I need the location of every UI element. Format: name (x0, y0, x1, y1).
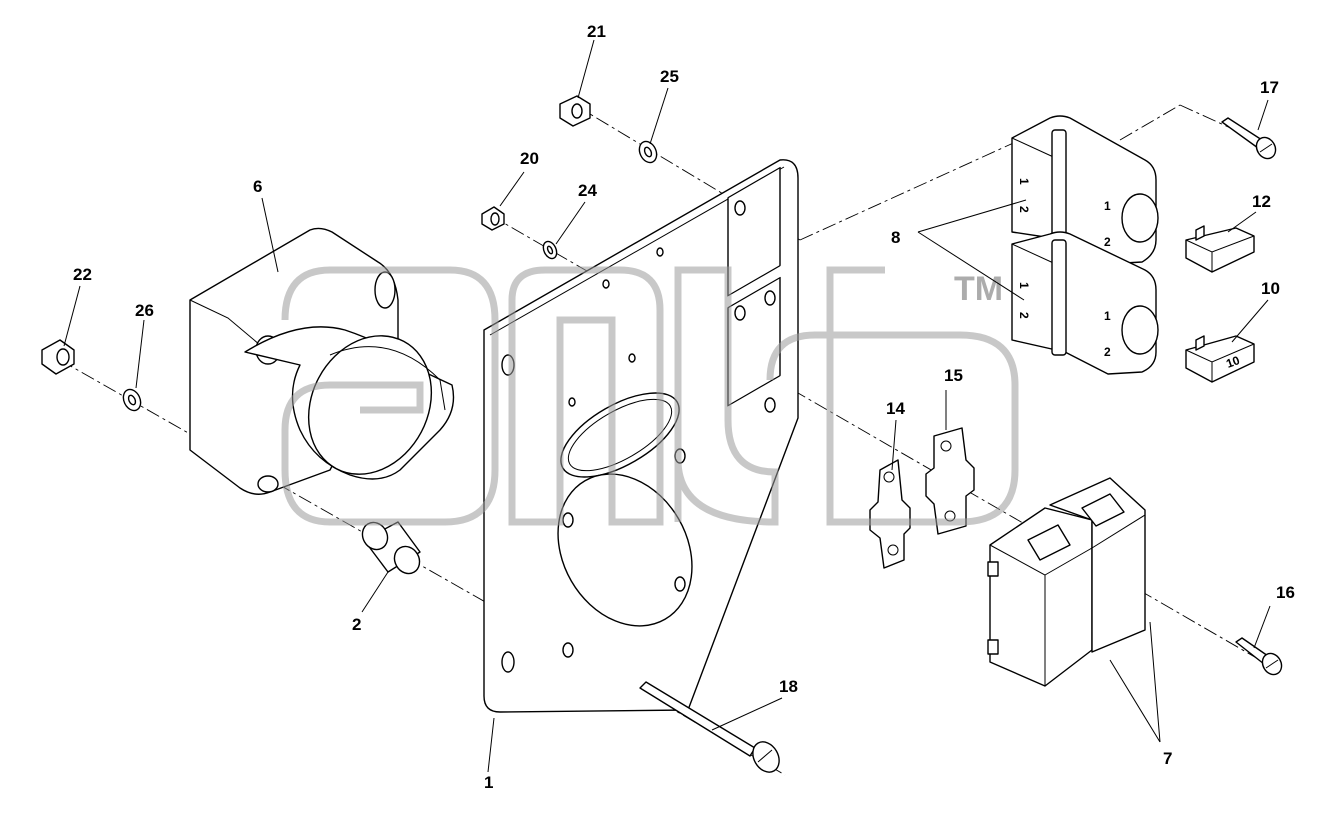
callout-labels: 1 2 6 7 8 10 12 14 15 16 17 18 20 21 22 … (73, 22, 1295, 792)
screw-part-17 (1221, 117, 1277, 160)
callout-25: 25 (660, 67, 679, 86)
fuse-link-part-15 (925, 427, 975, 535)
callout-18: 18 (779, 677, 798, 696)
callout-16: 16 (1276, 583, 1295, 602)
washer-part-25 (638, 140, 658, 164)
watermark-trademark: TM (954, 270, 1003, 308)
relay-terminal-label: 1 (1017, 282, 1031, 289)
relay-terminal-label: 1 (1104, 309, 1111, 323)
callout-6: 6 (253, 177, 262, 196)
nut-part-22 (41, 339, 75, 375)
callout-12: 12 (1252, 192, 1271, 211)
relay-terminal-label: 1 (1017, 178, 1031, 185)
spacer-part-2 (361, 521, 421, 575)
blade-fuse-part-10: 10 (1185, 335, 1255, 383)
callout-15: 15 (944, 366, 963, 385)
relay-terminal-label: 2 (1017, 206, 1031, 213)
callout-21: 21 (587, 22, 606, 41)
callout-7: 7 (1163, 749, 1172, 768)
bolt-part-18 (639, 681, 780, 773)
fuse-holder-part-7 (987, 477, 1146, 687)
washer-part-26 (122, 388, 142, 412)
nut-part-20 (481, 206, 505, 231)
callout-8: 8 (891, 228, 900, 247)
relay-lower-part-8: 1 2 1 2 (1011, 231, 1159, 375)
callout-10: 10 (1261, 279, 1280, 298)
callout-22: 22 (73, 265, 92, 284)
callout-1: 1 (484, 773, 493, 792)
washer-part-24 (542, 240, 558, 260)
callout-14: 14 (886, 399, 905, 418)
relay-upper-part-8: 1 2 1 2 (1011, 115, 1159, 265)
callout-2: 2 (352, 615, 361, 634)
nut-part-21 (559, 95, 591, 127)
leader-lines (63, 39, 1271, 773)
screw-part-16 (1235, 637, 1283, 676)
relay-terminal-label: 2 (1104, 345, 1111, 359)
relay-terminal-label: 2 (1017, 312, 1031, 319)
relay-terminal-label: 1 (1104, 199, 1111, 213)
callout-20: 20 (520, 149, 539, 168)
fuse-link-part-14 (869, 459, 911, 569)
battery-switch-part-6 (189, 227, 455, 495)
watermark: TM (281, 266, 1019, 526)
fuse-rating-label: 10 (1224, 353, 1242, 371)
callout-24: 24 (578, 181, 597, 200)
relay-terminal-label: 2 (1104, 235, 1111, 249)
callout-26: 26 (135, 301, 154, 320)
callout-17: 17 (1260, 78, 1279, 97)
blade-fuse-part-12 (1185, 225, 1255, 273)
mounting-plate-part-1 (483, 159, 799, 713)
